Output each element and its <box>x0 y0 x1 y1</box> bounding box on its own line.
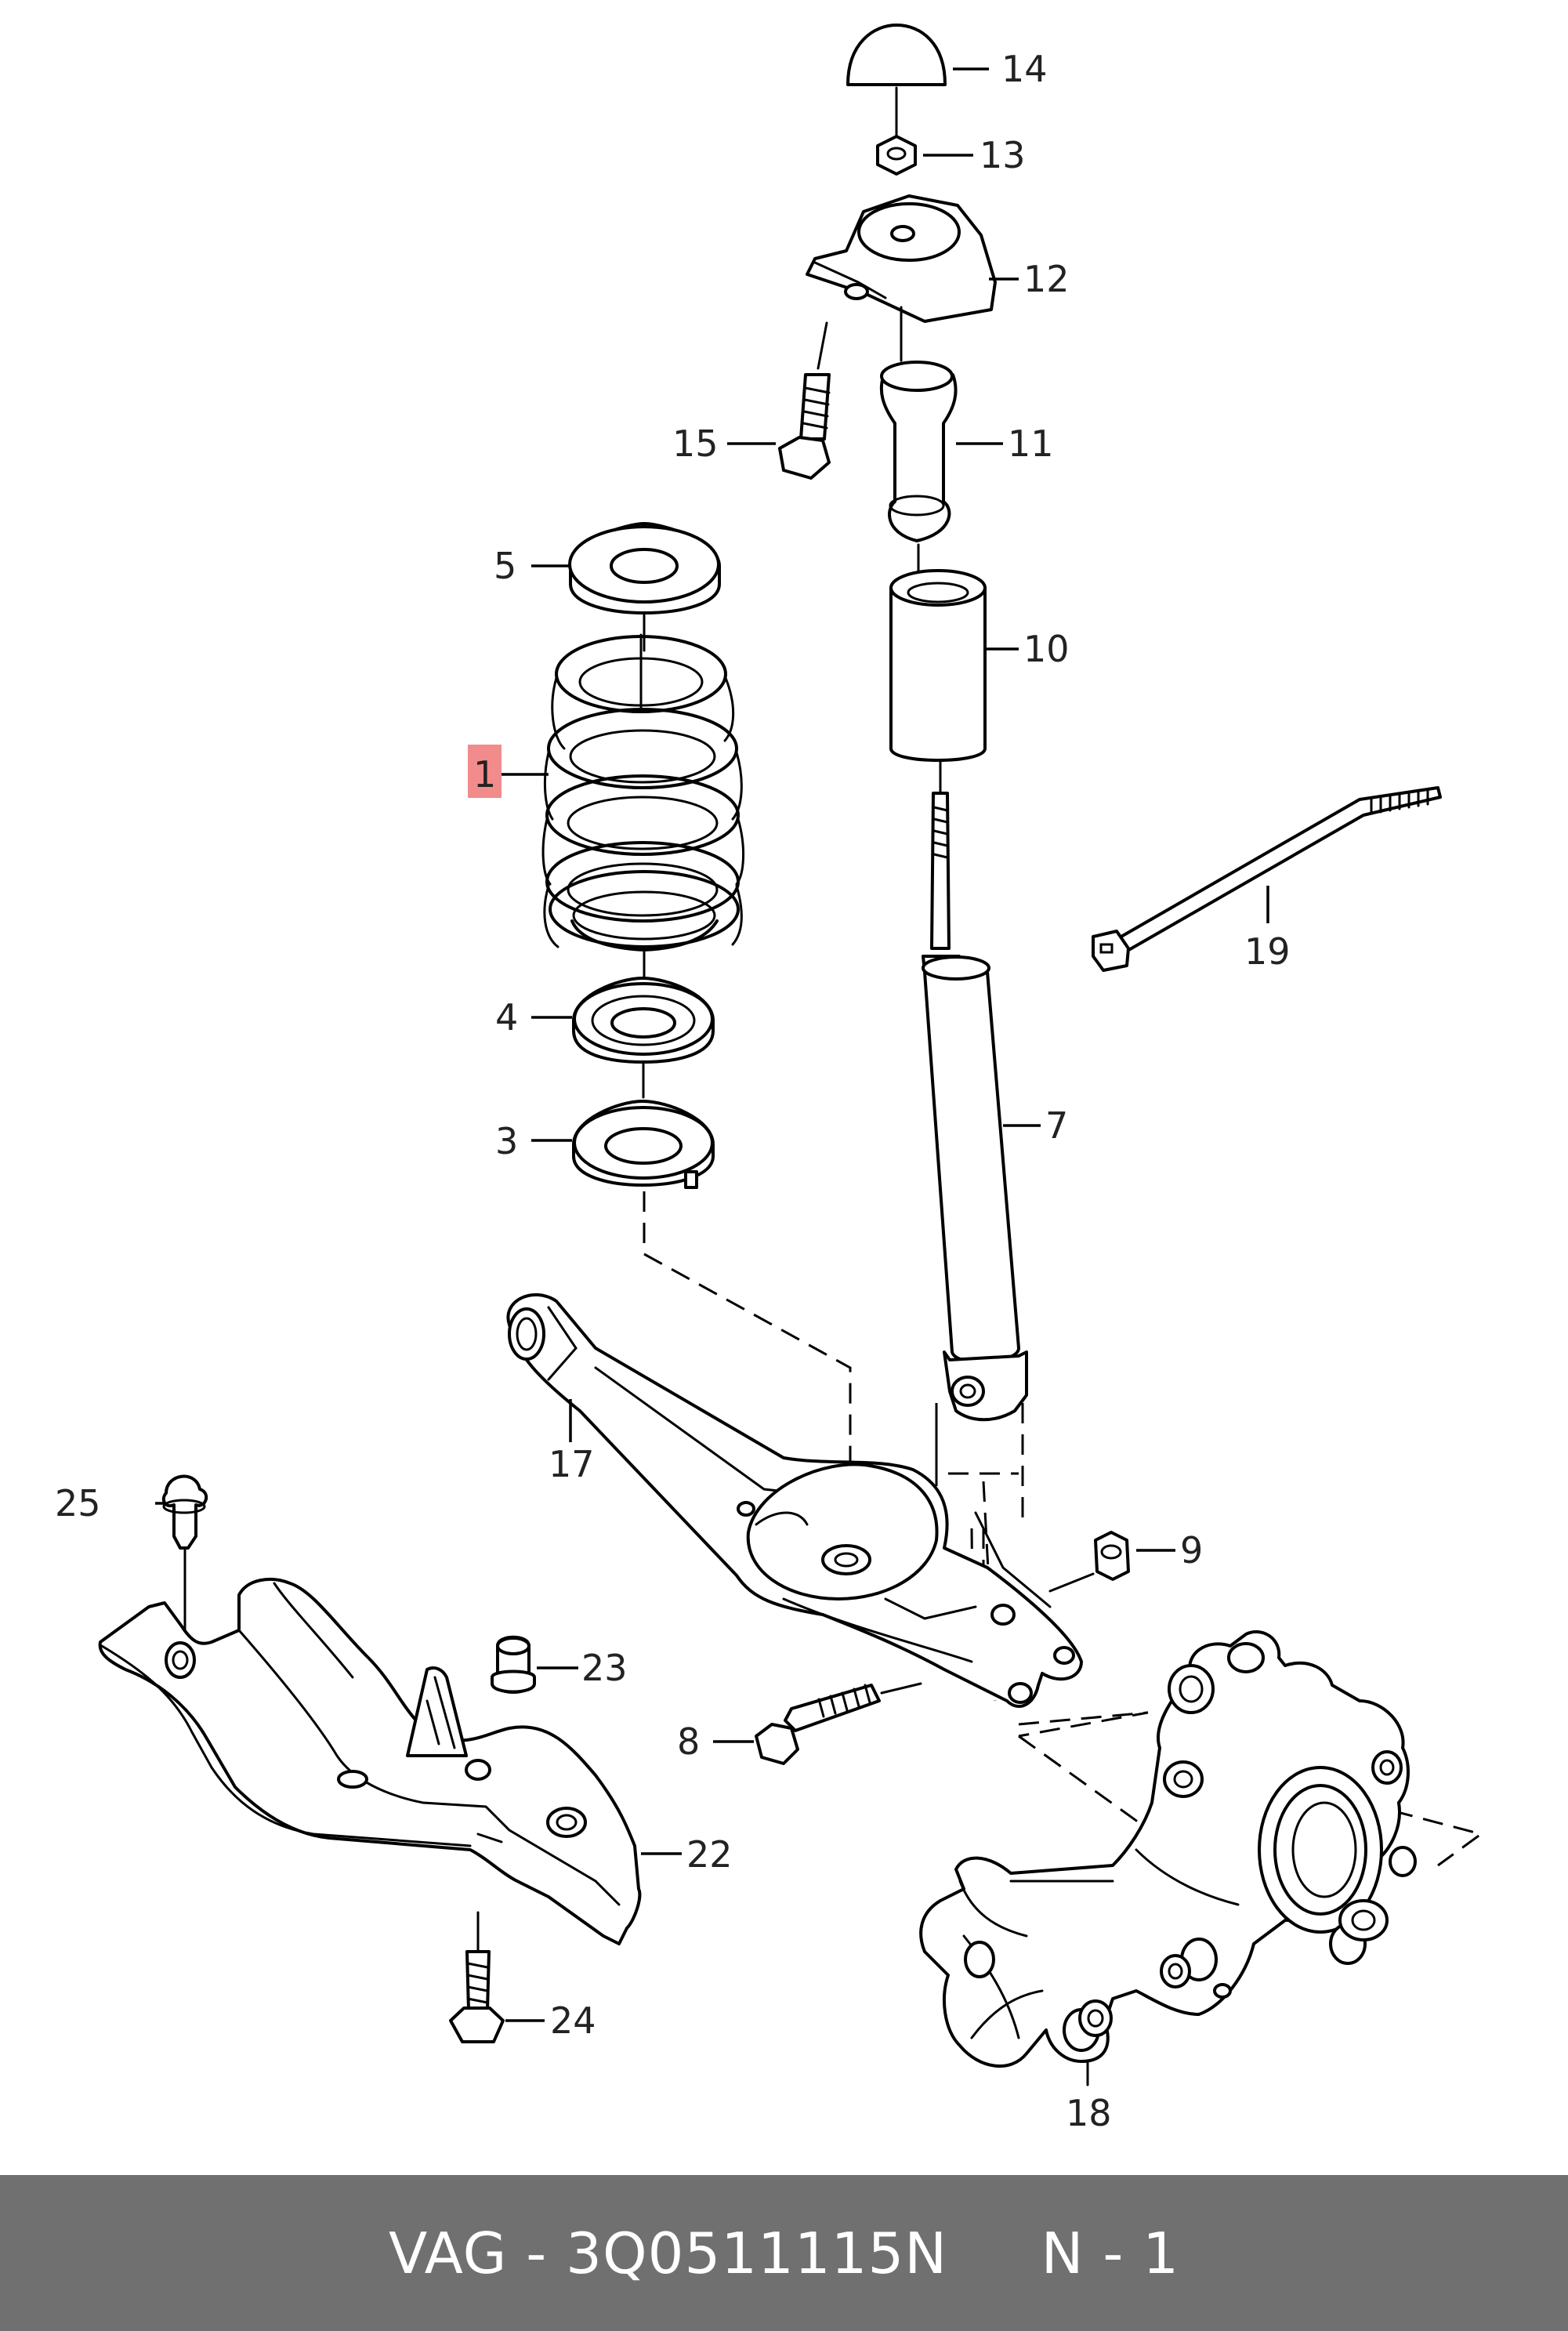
callout-19: 19 <box>1244 930 1291 973</box>
part-number-footer: VAG - 3Q0511115N N - 1 <box>0 2175 1568 2331</box>
diagram-svg: 14 13 12 15 11 5 10 1 19 4 7 3 17 25 9 2… <box>55 24 1484 2134</box>
callout-7: 7 <box>1045 1104 1068 1147</box>
callout-17: 17 <box>549 1443 595 1485</box>
callout-23: 23 <box>581 1647 628 1689</box>
callout-18: 18 <box>1066 2092 1112 2134</box>
callout-13: 13 <box>980 134 1026 176</box>
exploded-parts-diagram: 14 13 12 15 11 5 10 1 19 4 7 3 17 25 9 2… <box>55 24 1484 2134</box>
part-19-cable-tie <box>1092 786 1442 972</box>
part-15-bolt <box>778 321 831 480</box>
callout-1-highlight <box>468 745 502 798</box>
callout-3: 3 <box>495 1120 518 1162</box>
callout-4: 4 <box>495 996 518 1039</box>
part-13-nut <box>876 135 917 176</box>
part-22-underbody-guard <box>98 1578 642 1945</box>
callout-12: 12 <box>1023 258 1070 300</box>
part-9-nut <box>1048 1531 1130 1593</box>
callout-22: 22 <box>686 1833 733 1876</box>
part-12-strut-mount <box>806 194 997 362</box>
callout-1: 1 <box>473 753 496 796</box>
part-25-clip <box>161 1474 208 1632</box>
part-number-label: VAG - 3Q0511115N N - 1 <box>388 2220 1180 2286</box>
callout-5: 5 <box>494 545 516 587</box>
part-11-bump-stop <box>879 361 958 542</box>
part-14-dust-cap <box>846 24 947 141</box>
part-17-trailing-arm <box>506 1292 1083 1709</box>
part-4-spring-pad <box>572 977 715 1099</box>
part-1-coil-spring <box>541 633 744 980</box>
callout-11: 11 <box>1008 422 1054 465</box>
callout-9: 9 <box>1180 1529 1203 1572</box>
callout-labels: 14 13 12 15 11 5 10 1 19 4 7 3 17 25 9 2… <box>55 48 1291 2134</box>
part-10-dust-boot <box>889 543 987 793</box>
callout-14: 14 <box>1001 48 1048 90</box>
part-7-shock-absorber <box>922 792 1028 1422</box>
callout-25: 25 <box>55 1482 101 1524</box>
part-8-bolt <box>755 1682 922 1765</box>
leader-lines <box>155 67 1269 2022</box>
callout-8: 8 <box>677 1720 700 1763</box>
part-23-bushing <box>491 1635 536 1694</box>
callout-24: 24 <box>550 1999 596 2042</box>
part-3-lower-spring-seat <box>572 1100 715 1189</box>
part-24-bolt <box>449 1911 505 2043</box>
callout-10: 10 <box>1023 628 1070 670</box>
part-18-wheel-hub-carrier <box>919 1630 1417 2086</box>
part-5-upper-spring-seat <box>568 522 721 652</box>
callout-15: 15 <box>672 422 719 465</box>
